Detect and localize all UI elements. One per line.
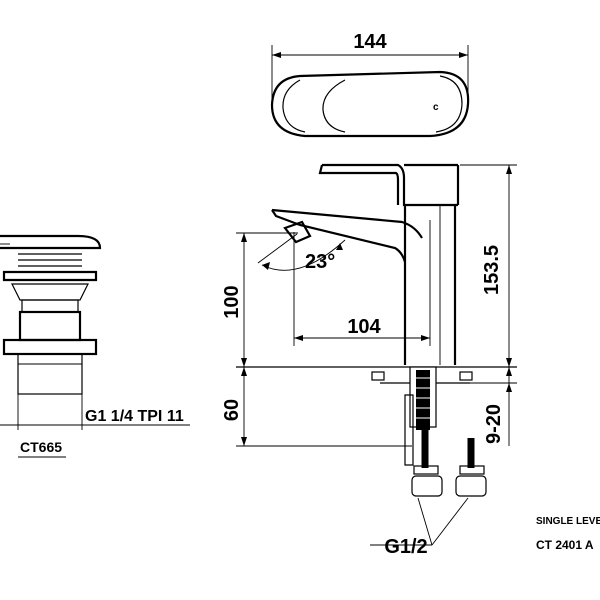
product-line2: CT 2401 A bbox=[536, 538, 594, 552]
angle-ref-line bbox=[257, 233, 298, 264]
faucet-handle-under bbox=[318, 164, 400, 205]
angle-arc bbox=[261, 239, 346, 271]
arrow-60-bottom bbox=[241, 437, 247, 446]
arrow-60-top bbox=[241, 367, 247, 376]
arrow-100-bottom bbox=[241, 358, 247, 367]
hose-nut-2a bbox=[459, 465, 485, 475]
logo-mark: c bbox=[433, 102, 439, 113]
g12-label: G1/2 bbox=[384, 536, 427, 558]
dim-60-label: 60 bbox=[221, 399, 243, 421]
aerator bbox=[283, 220, 312, 244]
hose-nut-2 bbox=[455, 475, 487, 497]
handle-inner-curve-right bbox=[435, 75, 463, 133]
arrow-left bbox=[272, 52, 281, 58]
dim-920-label: 9-20 bbox=[483, 404, 505, 444]
waste-view: G1 1/4 TPI 11 CT665 bbox=[0, 234, 190, 458]
arrow-153-bottom bbox=[506, 358, 512, 367]
dim-100-label: 100 bbox=[221, 285, 243, 318]
waste-cap bbox=[0, 234, 102, 250]
arrow-100-top bbox=[241, 233, 247, 242]
hose-nut-1 bbox=[411, 475, 443, 497]
waste-thread-label: G1 1/4 TPI 11 bbox=[85, 408, 184, 425]
hose-nut-1a bbox=[413, 465, 439, 475]
dim-104-label: 104 bbox=[347, 316, 381, 338]
waste-tail bbox=[17, 353, 83, 395]
spout-under bbox=[271, 209, 407, 263]
dim-153-label: 153.5 bbox=[481, 245, 503, 295]
handle-inner-curve-left bbox=[282, 79, 306, 133]
hose-left bbox=[404, 394, 414, 466]
arrow-920-mid bbox=[506, 383, 512, 392]
top-view: 144 c bbox=[270, 31, 470, 138]
product-line1: SINGLE LEVE bbox=[536, 516, 600, 527]
faucet-side-view: 23° 100 104 153.5 bbox=[221, 163, 517, 558]
angle-arrow-right bbox=[336, 243, 343, 250]
angle-label: 23° bbox=[305, 251, 335, 273]
faucet-handle-top bbox=[322, 163, 458, 207]
arrow-104-left bbox=[294, 335, 303, 341]
arrow-920-top bbox=[506, 367, 512, 376]
spout-top bbox=[271, 208, 423, 239]
arrow-153-top bbox=[506, 165, 512, 174]
waste-locknut bbox=[2, 338, 98, 356]
arrow-right bbox=[459, 52, 468, 58]
handle-inner-curve-mid bbox=[322, 79, 346, 133]
handle-outline bbox=[270, 70, 470, 138]
threaded-rod bbox=[416, 370, 430, 430]
leader-g12-b bbox=[431, 497, 469, 546]
waste-body bbox=[18, 310, 82, 342]
rod-threads bbox=[416, 377, 430, 419]
waste-neck bbox=[11, 283, 89, 301]
angle-arrow-left bbox=[262, 262, 270, 270]
leader-g12-a bbox=[417, 497, 433, 546]
dim-144-label: 144 bbox=[353, 31, 387, 53]
deck-nut-right bbox=[459, 371, 473, 381]
waste-body-top bbox=[21, 299, 79, 313]
waste-model-label: CT665 bbox=[20, 439, 62, 455]
product-label: SINGLE LEVE CT 2401 A bbox=[536, 516, 600, 552]
arrow-104-right bbox=[421, 335, 430, 341]
deck-nut-left bbox=[371, 371, 385, 381]
waste-flange bbox=[2, 270, 98, 282]
